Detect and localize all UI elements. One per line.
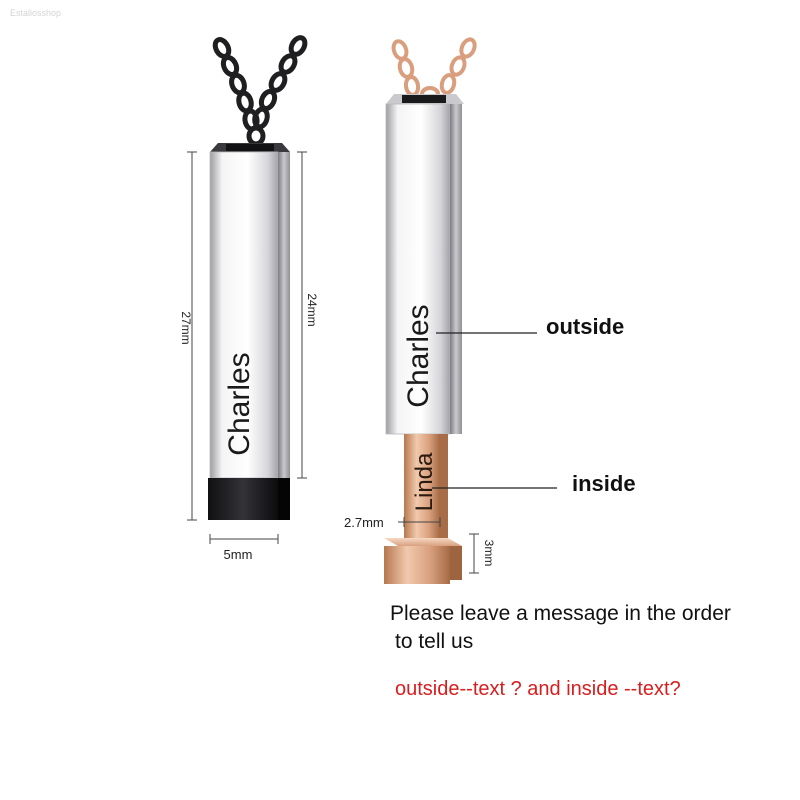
left-total-height-label: 27mm — [179, 311, 193, 344]
message-line-1: Please leave a message in the order — [390, 602, 731, 625]
rose-gold-chain — [391, 37, 477, 102]
dim-left-body — [297, 151, 307, 479]
outer-engraving-text: Charles — [402, 304, 435, 407]
left-width-label: 5mm — [224, 547, 253, 562]
message-line-3: outside--text ? and inside --text? — [395, 678, 681, 700]
dim-left-width — [209, 534, 279, 544]
inner-engraving-text: Linda — [411, 452, 438, 511]
dim-inner-width — [398, 517, 441, 527]
black-chain — [212, 35, 308, 147]
outside-label: outside — [546, 314, 624, 339]
right-pendant: Charles Linda 2.7mm 3mm — [344, 37, 557, 584]
left-pendant: Charles 27mm 24mm 5mm — [179, 35, 319, 562]
base-height-label: 3mm — [482, 540, 496, 567]
message-line-2: to tell us — [395, 630, 474, 653]
left-body-height-label: 24mm — [305, 293, 319, 326]
dim-left-total — [187, 151, 197, 521]
watermark-text: Estaliosshop — [10, 8, 61, 18]
inner-width-label: 2.7mm — [344, 515, 384, 530]
inside-label: inside — [572, 471, 636, 496]
left-engraving-text: Charles — [223, 352, 256, 455]
dim-base-height — [469, 533, 479, 574]
